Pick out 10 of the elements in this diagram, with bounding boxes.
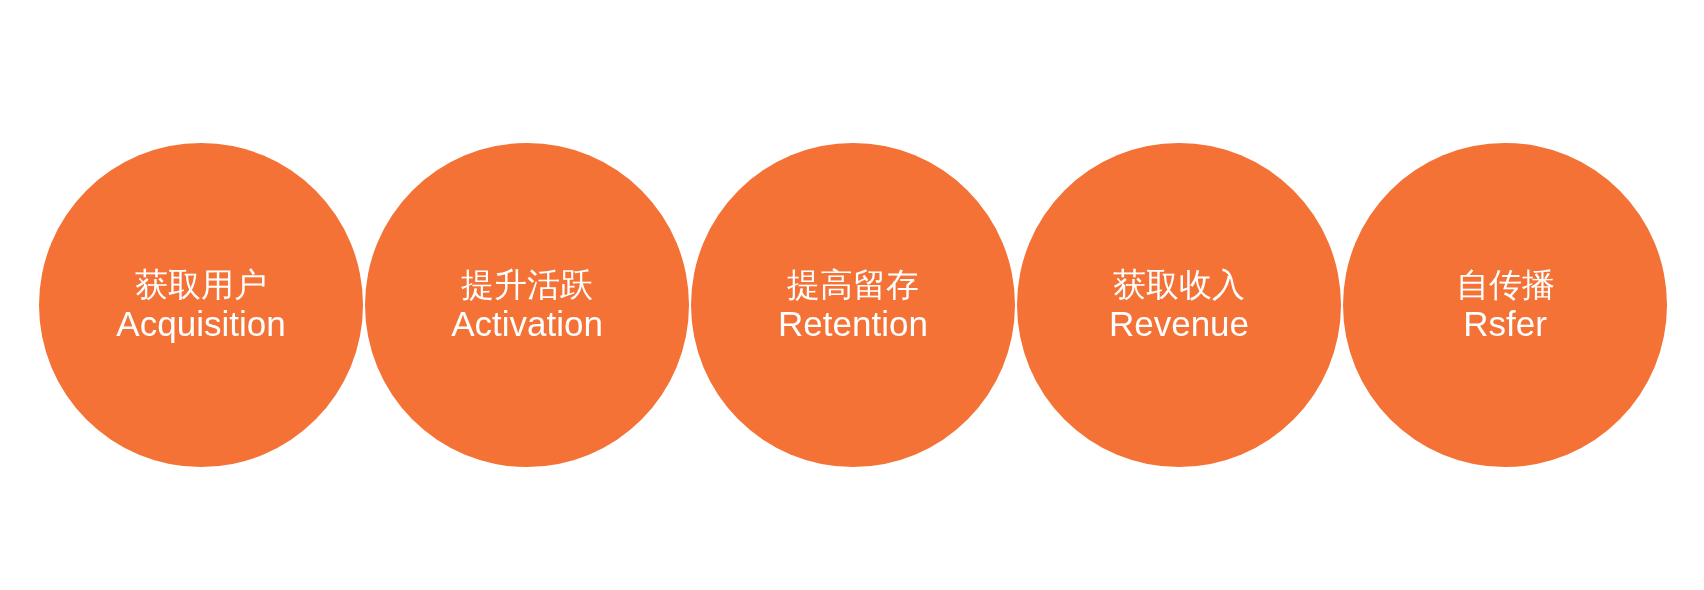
stage-subtitle: Acquisition [116,303,286,345]
stage-title: 获取收入 [1113,265,1245,304]
stage-subtitle: Activation [451,303,603,345]
stage-title: 自传播 [1455,265,1555,304]
stage-subtitle: Retention [778,303,928,345]
stage-title: 获取用户 [135,265,267,304]
stage-title: 提升活跃 [461,265,593,304]
stage-subtitle: Revenue [1108,303,1250,345]
stage-subtitle: Rsfer [1463,303,1547,345]
stage-title: 提高留存 [787,265,919,304]
